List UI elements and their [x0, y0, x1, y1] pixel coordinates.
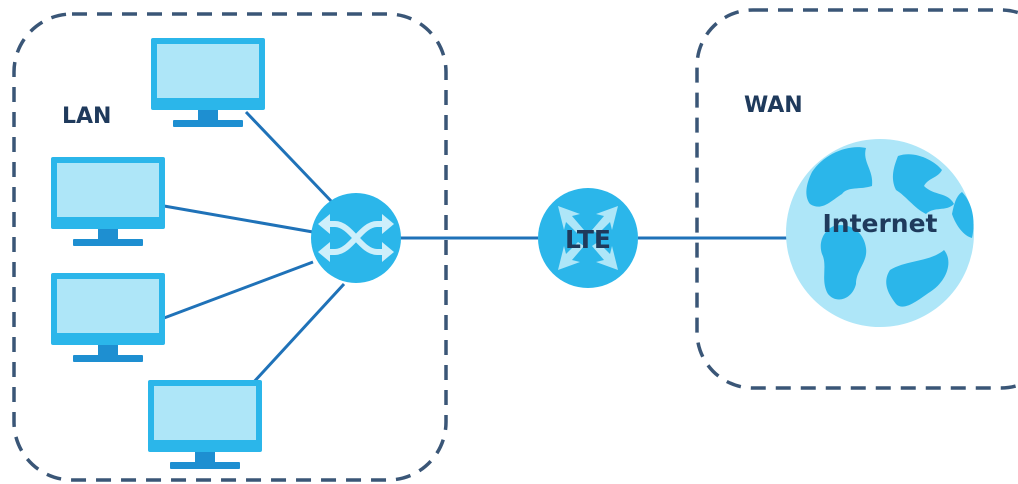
computer-3: [51, 273, 165, 362]
computer-icon: [51, 273, 165, 362]
computer-icon: [51, 157, 165, 246]
computer-4: [148, 380, 262, 469]
internet-node: Internet: [786, 139, 974, 327]
globe-icon: [786, 139, 974, 327]
switch: [311, 193, 401, 283]
switch-icon: [311, 193, 401, 283]
link-computer-1-switch: [244, 110, 334, 204]
lan-zone-border: [12, 12, 448, 482]
link-computer-2-switch: [163, 204, 314, 234]
wan-zone-label: WAN: [744, 93, 803, 118]
computer-icon: [148, 380, 262, 469]
computer-2: [51, 157, 165, 246]
internet-label: Internet: [822, 209, 937, 238]
lan-zone-label: LAN: [62, 104, 111, 129]
lte-node: LTE: [538, 188, 638, 288]
computer-1: [151, 38, 265, 127]
lte-label: LTE: [565, 225, 611, 254]
computer-icon: [151, 38, 265, 127]
link-computer-4-switch: [250, 282, 346, 386]
links: [163, 110, 788, 386]
wan-zone-border: [695, 8, 1018, 390]
lte-arrows: [558, 206, 618, 270]
link-computer-3-switch: [163, 260, 314, 320]
